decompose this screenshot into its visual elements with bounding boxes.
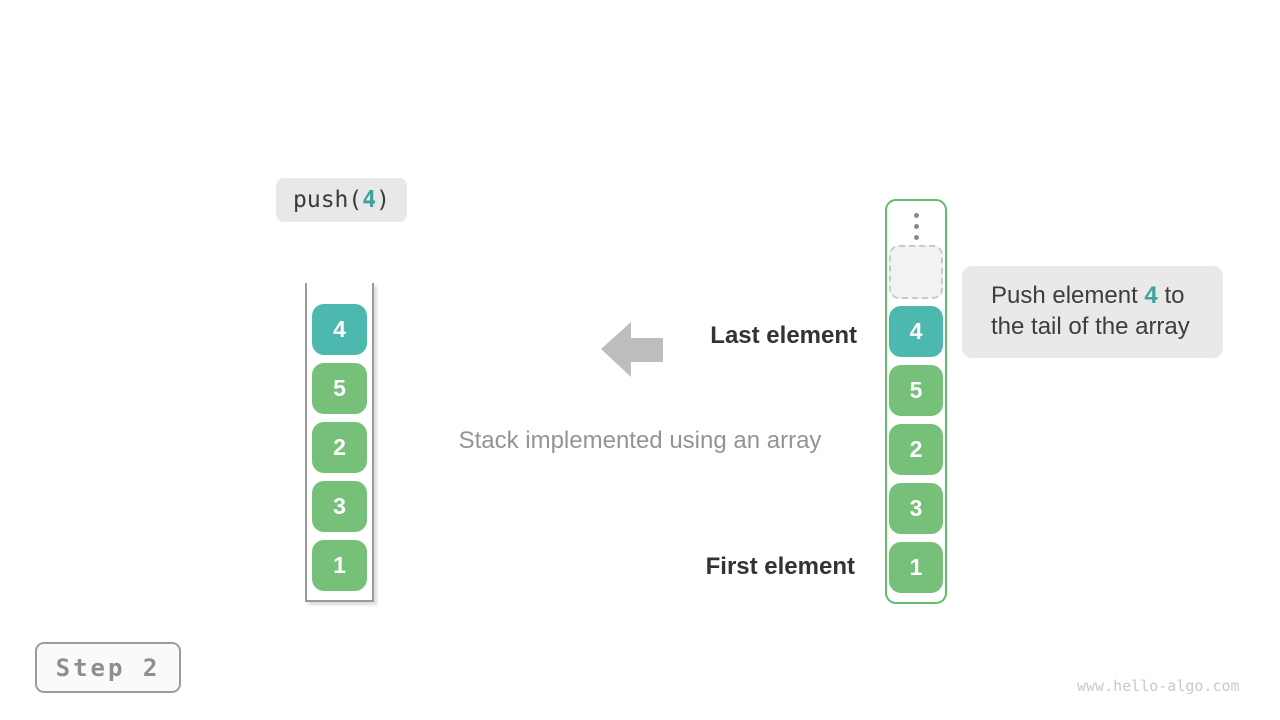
- diagram-caption: Stack implemented using an array: [458, 427, 822, 454]
- step-badge: Step 2: [35, 642, 181, 693]
- tooltip-text-line2: the tail of the array: [991, 313, 1190, 340]
- push-arg-value: 4: [362, 187, 377, 213]
- array-container: 4 5 2 3 1: [885, 199, 947, 604]
- empty-array-slot: [889, 245, 943, 299]
- stack-cell-pushed: 4: [889, 306, 943, 357]
- tooltip-highlight-value: 4: [1144, 282, 1158, 309]
- tooltip-text-post: to: [1157, 282, 1185, 309]
- push-close-paren: ): [376, 187, 390, 213]
- stack-container: 4 5 2 3 1: [305, 283, 374, 602]
- vertical-ellipsis-icon: [913, 213, 919, 240]
- arrow-left-icon: [601, 322, 663, 377]
- stack-cell: 2: [889, 424, 943, 475]
- stack-cell: 5: [889, 365, 943, 416]
- array-cells: 4 5 2 3 1: [889, 306, 943, 593]
- stack-cell-pushed: 4: [312, 304, 367, 355]
- watermark-url: www.hello-algo.com: [1077, 677, 1240, 695]
- push-annotation-tooltip: Push element 4 to the tail of the array: [962, 266, 1223, 358]
- push-operation-label: push(4): [276, 178, 407, 222]
- first-element-label: First element: [705, 553, 855, 580]
- stack-cell: 3: [312, 481, 367, 532]
- stack-cell: 3: [889, 483, 943, 534]
- stack-cell: 2: [312, 422, 367, 473]
- tooltip-text-pre: Push element: [991, 282, 1145, 309]
- stack-cell: 1: [889, 542, 943, 593]
- stack-cell: 5: [312, 363, 367, 414]
- last-element-label: Last element: [710, 322, 857, 349]
- stack-cell: 1: [312, 540, 367, 591]
- push-fn-text: push(: [293, 187, 363, 213]
